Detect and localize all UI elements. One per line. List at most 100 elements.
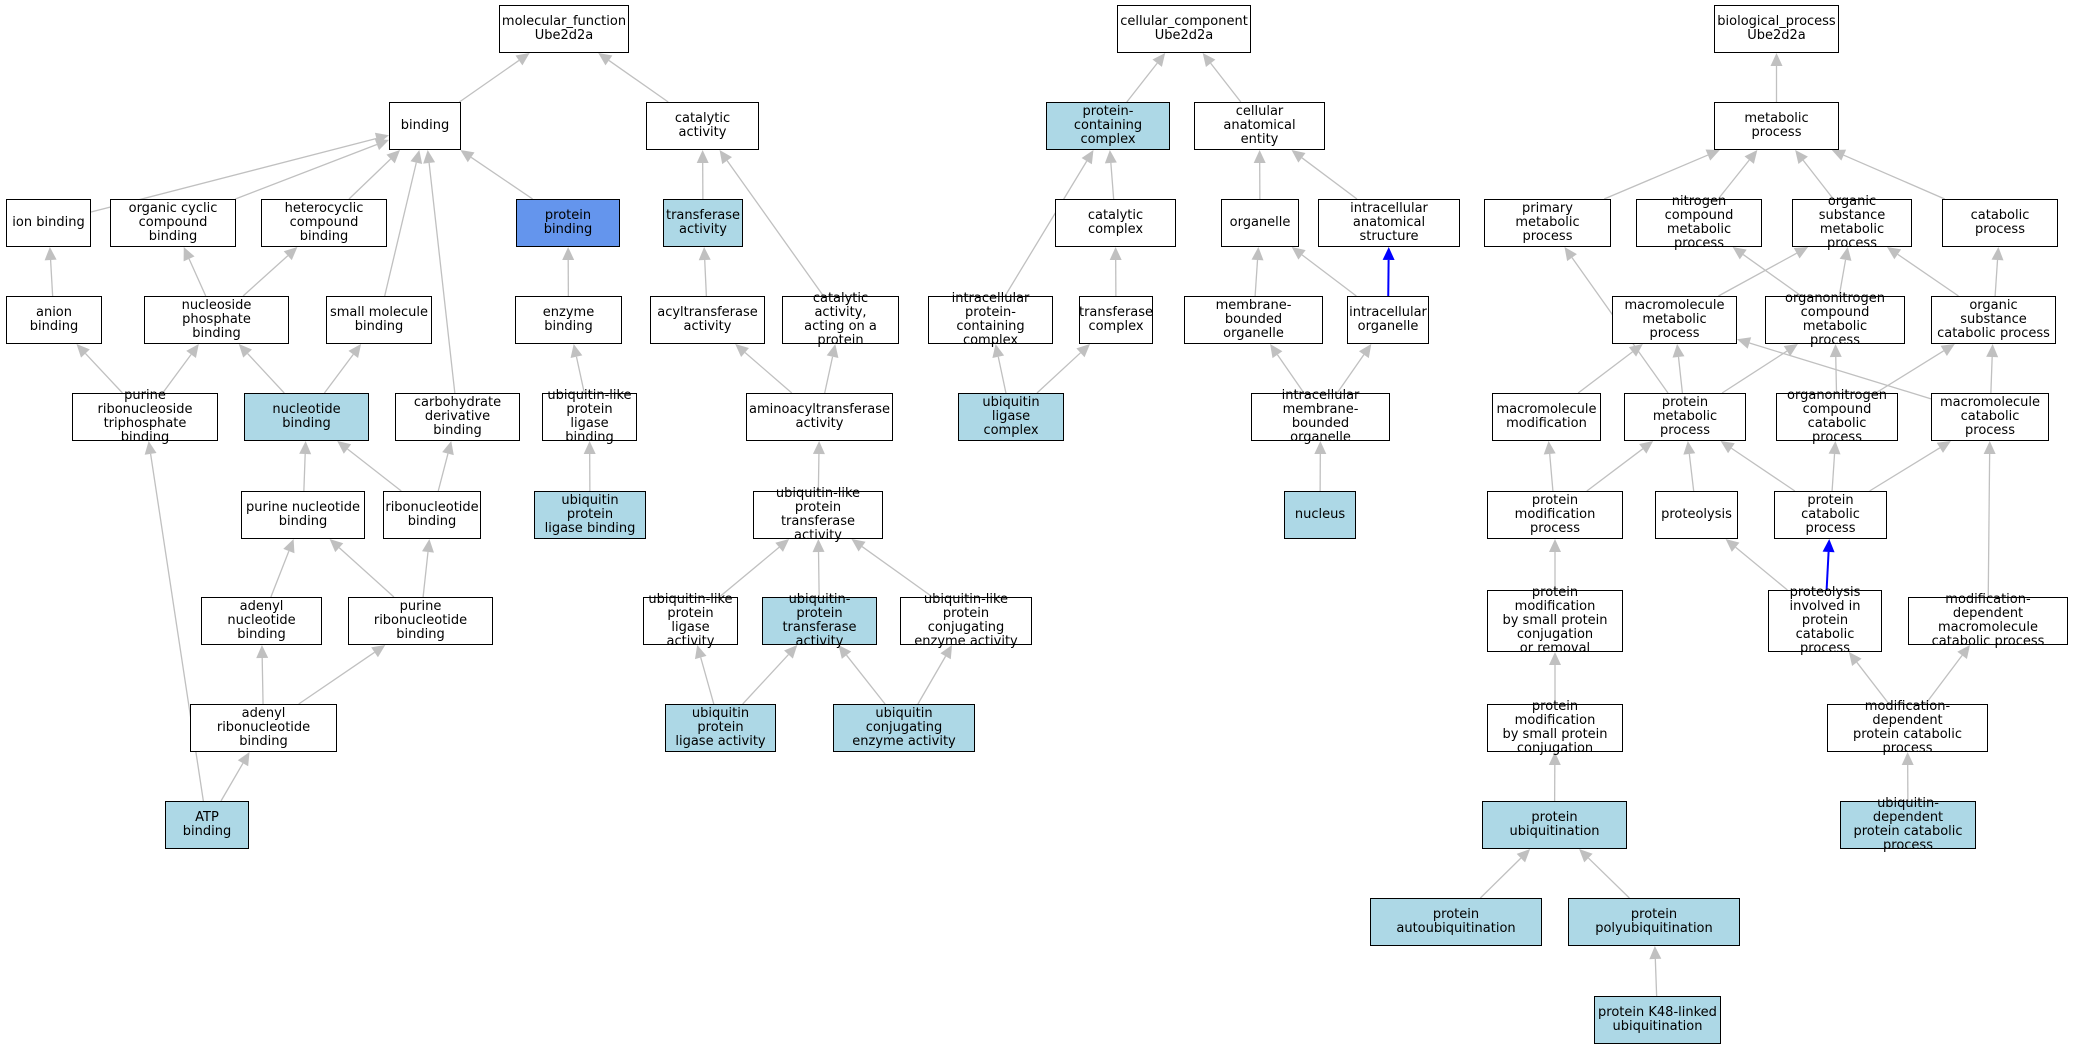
go-term-catalytic-complex: catalytic complex [1055,199,1176,247]
go-term-pm-small-protein-conj: protein modification by small protein co… [1487,700,1623,756]
edge-protein-catabolic-to-protein-metabolic [1720,441,1796,492]
edge-ub-conjugating-to-ubl-conjugating [917,645,953,705]
edge-aminoacyltransferase-to-acyltransferase [735,344,793,394]
go-term-ub-dependent-protein-catabolic: ubiquitin-dependent protein catabolic pr… [1840,797,1976,853]
edge-proteolysis-catabolic-to-proteolysis [1725,539,1788,591]
edge-protein-ubiquitination-to-pm-small-protein-conj [1548,752,1561,802]
go-term-purine-nucleotide: purine nucleotide binding [241,491,365,539]
edge-nucleus-to-intracellular-mb-organelle [1314,441,1327,492]
go-term-ribonucleotide: ribonucleotide binding [383,491,481,539]
go-term-ubl-conjugating: ubiquitin-like protein conjugating enzym… [900,593,1032,649]
edge-macromolecule-modification-to-macromolecule-metabolic [1577,344,1643,394]
edge-intracellular-pc-complex-to-protein-containing-complex [1004,150,1094,297]
edge-mod-dependent-macromolecule-catabolic-to-macromolecule-catabolic [1983,441,1996,598]
edge-acyltransferase-to-transferase-activity [698,247,711,297]
edge-mod-dependent-protein-catabolic-to-proteolysis-catabolic [1848,652,1890,705]
edge-enzyme-binding-to-protein-binding [562,247,575,297]
edge-proteolysis-to-protein-metabolic [1683,441,1696,492]
edge-adenyl-ribonucleotide-to-purine-ribonucleotide [298,645,386,705]
edge-adenyl-nucleotide-to-purine-nucleotide [270,539,295,598]
go-term-cellular-anatomical-entity: cellular anatomical entity [1194,102,1325,150]
edge-intracellular-organelle-to-intracellular-anatomical [1382,247,1395,297]
edge-protein-modification-process-to-macromolecule-modification [1543,441,1556,492]
go-term-heterocyclic: heterocyclic compound binding [261,199,387,247]
edge-protein-metabolic-to-organonitrogen-metabolic [1721,344,1798,394]
edge-anion-binding-to-ion-binding [44,247,57,297]
edge-ribonucleotide-to-nucleotide-binding [337,441,402,492]
go-term-ub-conjugating: ubiquitin conjugating enzyme activity [833,704,975,752]
edge-protein-catabolic-to-organonitrogen-catabolic [1828,441,1841,492]
edge-purine-ribonucleoside-tp-to-nucleoside-phosphate [162,344,199,394]
edge-catalytic-activity-to-mf-root [598,53,669,103]
edge-ub-protein-ligase-binding-to-ubl-protein-ligase-binding [583,441,596,492]
go-term-mf-root: molecular_function Ube2d2a [499,5,629,53]
go-term-ubl-protein-ligase-activity: ubiquitin-like protein ligase activity [643,593,738,649]
go-term-macromolecule-catabolic: macromolecule catabolic process [1931,393,2049,441]
go-term-enzyme-binding: enzyme binding [515,296,622,344]
go-term-purine-ribonucleotide: purine ribonucleotide binding [348,597,493,645]
edge-intracellular-mb-organelle-to-intracellular-organelle [1336,344,1372,394]
go-term-ubl-protein-transferase: ubiquitin-like protein transferase activ… [753,487,883,543]
edge-transferase-activity-to-catalytic-activity [696,150,709,200]
edge-protein-metabolic-to-macromolecule-metabolic [1672,344,1685,394]
go-term-cc-root: cellular_component Ube2d2a [1117,5,1251,53]
go-term-bp-root: biological_process Ube2d2a [1714,5,1839,53]
go-term-organelle: organelle [1221,199,1299,247]
edge-catalytic-on-protein-to-catalytic-activity [719,150,824,297]
edge-atp-binding-to-adenyl-ribonucleotide [220,752,250,802]
go-term-protein-autoubiquitination: protein autoubiquitination [1370,898,1542,946]
go-term-ub-protein-ligase-activity: ubiquitin protein ligase activity [665,704,776,752]
go-term-ub-protein-transferase: ubiquitin-protein transferase activity [762,593,877,649]
edge-ubl-protein-ligase-binding-to-enzyme-binding [570,344,585,394]
go-term-protein-metabolic: protein metabolic process [1624,393,1746,441]
go-term-nucleus: nucleus [1284,491,1356,539]
go-term-ub-protein-ligase-binding: ubiquitin protein ligase binding [534,491,646,539]
edge-ub-protein-ligase-activity-to-ubl-protein-ligase-activity [694,645,715,705]
go-term-binding: binding [389,102,461,150]
edge-protein-catabolic-to-macromolecule-catabolic [1869,441,1951,492]
go-term-metabolic-process: metabolic process [1714,102,1839,150]
edge-metabolic-process-to-bp-root [1770,53,1783,102]
go-term-nucleotide-binding: nucleotide binding [244,393,369,441]
go-term-ubl-protein-ligase-binding: ubiquitin-like protein ligase binding [542,389,637,445]
edge-organonitrogen-metabolic-to-nitrogen-compound-metabolic [1732,247,1802,297]
go-term-catabolic-process: catabolic process [1942,199,2058,247]
edge-binding-to-mf-root [459,53,530,103]
edge-organic-substance-catabolic-to-organic-substance-metabolic [1887,247,1959,297]
go-term-small-molecule: small molecule binding [326,296,432,344]
go-term-mod-dependent-macromolecule-catabolic: modification-dependent macromolecule cat… [1908,593,2068,649]
edge-ub-ligase-complex-to-intracellular-pc-complex [992,344,1007,394]
go-term-ub-ligase-complex: ubiquitin ligase complex [958,393,1064,441]
edge-ub-protein-ligase-activity-to-ub-protein-transferase [742,645,798,705]
edge-intracellular-anatomical-to-cellular-anatomical-entity [1291,150,1358,200]
go-term-mod-dependent-protein-catabolic: modification-dependent protein catabolic… [1827,700,1988,756]
edge-heterocyclic-to-binding [348,150,401,200]
go-term-aminoacyltransferase: aminoacyltransferase activity [746,393,893,441]
go-term-organic-substance-metabolic: organic substance metabolic process [1792,195,1912,251]
edge-protein-containing-complex-to-cc-root [1126,53,1166,103]
edge-purine-ribonucleoside-tp-to-anion-binding [76,344,123,394]
go-term-protein-ubiquitination: protein ubiquitination [1482,801,1627,849]
go-term-organic-substance-catabolic: organic substance catabolic process [1931,296,2056,344]
edge-mod-dependent-protein-catabolic-to-mod-dependent-macromolecule-catabolic [1925,645,1970,705]
go-term-organonitrogen-catabolic: organonitrogen compound catabolic proces… [1776,389,1898,445]
edge-organic-substance-catabolic-to-catabolic-process [1991,247,2004,297]
go-term-acyltransferase: acyltransferase activity [650,296,765,344]
edge-macromolecule-catabolic-to-macromolecule-metabolic [1737,337,1932,400]
go-term-protein-binding: protein binding [516,199,620,247]
edge-intracellular-organelle-to-organelle [1291,247,1357,297]
go-term-protein-catabolic: protein catabolic process [1774,491,1887,539]
edge-cellular-anatomical-entity-to-cc-root [1202,53,1242,103]
go-term-purine-ribonucleoside-tp: purine ribonucleoside triphosphate bindi… [72,389,218,445]
edge-carbohydrate-derivative-to-binding [423,150,456,394]
edge-organonitrogen-metabolic-to-organic-substance-metabolic [1838,247,1852,297]
edge-ub-conjugating-to-ub-protein-transferase [838,645,886,705]
go-term-organic-cyclic: organic cyclic compound binding [110,199,236,247]
edge-small-molecule-to-binding [384,150,423,297]
edge-purine-nucleotide-to-nucleotide-binding [299,441,312,492]
go-term-nitrogen-compound-metabolic: nitrogen compound metabolic process [1636,195,1762,251]
go-term-membrane-bounded-organelle: membrane-bounded organelle [1184,296,1323,344]
edge-protein-modification-process-to-protein-metabolic [1586,441,1654,492]
